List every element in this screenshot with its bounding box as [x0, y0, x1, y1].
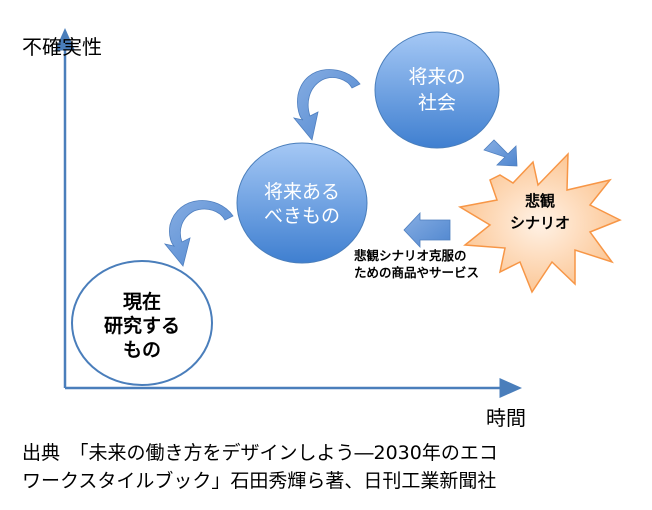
y-axis-label: 不確実性: [22, 35, 102, 59]
note-line2: ための商品やサービス: [354, 265, 480, 280]
present-research-circle: [71, 260, 213, 386]
countermeasure-note: 悲観シナリオ克服の ための商品やサービス: [354, 247, 479, 281]
future-line1: 将来の: [408, 66, 466, 88]
future-society-circle: [374, 31, 500, 149]
pessimistic-starburst: [457, 152, 622, 294]
caption-line1: 出典 「未来の働き方をデザインしよう―2030年のエコ: [22, 442, 498, 464]
curved-arrow-future-to-ideal: [292, 69, 361, 141]
future-label: 将来の 社会: [375, 64, 499, 116]
arrow-pessimistic-to-ideal: [403, 211, 451, 249]
ideal-line1: 将来ある: [263, 181, 340, 203]
caption-line2: ワークスタイルブック」石田秀輝ら著、日刊工業新聞社: [22, 470, 497, 492]
ideal-label: 将来ある べきもの: [237, 180, 367, 228]
ideal-line2: べきもの: [263, 205, 340, 227]
future-line2: 社会: [417, 92, 456, 114]
pessimistic-line2: シナリオ: [509, 214, 570, 232]
x-axis-label: 時間: [486, 406, 526, 430]
pessimistic-label: 悲観 シナリオ: [490, 190, 590, 234]
present-line3: もの: [122, 339, 161, 361]
note-line1: 悲観シナリオ克服の: [354, 248, 467, 263]
curved-arrow-ideal-to-present: [163, 200, 234, 267]
arrow-future-to-pessimistic: [483, 139, 518, 167]
present-line2: 研究する: [103, 315, 180, 337]
ideal-future-circle: [236, 142, 368, 264]
present-line1: 現在: [122, 291, 161, 313]
present-label: 現在 研究する もの: [72, 290, 212, 362]
pessimistic-line1: 悲観: [524, 192, 555, 210]
